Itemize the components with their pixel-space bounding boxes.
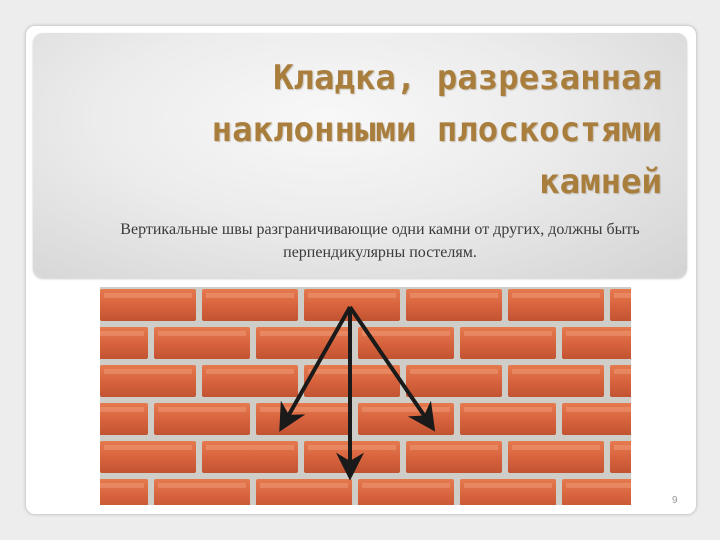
brick-highlight <box>566 483 631 488</box>
brick <box>562 403 631 435</box>
brick <box>304 289 400 321</box>
slide-title: Кладка, разрезанная наклонными плоскостя… <box>42 52 662 208</box>
slide-subtitle: Вертикальные швы разграничивающие одни к… <box>120 221 640 261</box>
brick-highlight <box>614 445 631 450</box>
title-line-3: камней <box>539 162 662 202</box>
brick-highlight <box>100 483 144 488</box>
brick-highlight <box>260 407 348 412</box>
brick <box>256 327 352 359</box>
brick-highlight <box>410 369 498 374</box>
brick-highlight <box>512 293 600 298</box>
brick <box>100 479 148 505</box>
brick <box>100 327 148 359</box>
page-number: 9 <box>672 495 678 506</box>
brick-highlight <box>260 483 348 488</box>
brick <box>202 365 298 397</box>
brick-highlight <box>464 407 552 412</box>
brick <box>508 365 604 397</box>
brick <box>508 289 604 321</box>
brick-highlight <box>410 445 498 450</box>
arrow-left <box>279 306 352 432</box>
brick-highlight <box>100 331 144 336</box>
brick-highlight <box>158 407 246 412</box>
arrow-right <box>348 305 436 432</box>
brick <box>100 365 196 397</box>
brick-highlight <box>566 407 631 412</box>
brick <box>562 327 631 359</box>
brick-highlight <box>410 293 498 298</box>
brick <box>610 289 631 321</box>
brick <box>202 289 298 321</box>
brick <box>154 327 250 359</box>
brick <box>460 403 556 435</box>
brick <box>154 403 250 435</box>
brick-highlight <box>260 331 348 336</box>
brick-highlight <box>362 483 450 488</box>
brick-highlight <box>308 293 396 298</box>
brick <box>202 441 298 473</box>
brick-highlight <box>512 369 600 374</box>
brick <box>358 479 454 505</box>
brick <box>562 479 631 505</box>
brick-highlight <box>100 407 144 412</box>
brick <box>154 479 250 505</box>
brick <box>100 441 196 473</box>
brick-highlight <box>206 293 294 298</box>
brick <box>100 403 148 435</box>
brick <box>100 289 196 321</box>
brick-highlight <box>158 331 246 336</box>
brick <box>256 479 352 505</box>
brick-highlight <box>158 483 246 488</box>
brick-highlight <box>464 331 552 336</box>
brick-highlight <box>512 445 600 450</box>
brick <box>610 365 631 397</box>
brick-highlight <box>104 445 192 450</box>
brick-highlight <box>464 483 552 488</box>
brick <box>406 289 502 321</box>
brick-highlight <box>362 331 450 336</box>
brick-rows <box>100 289 631 505</box>
title-band <box>33 33 687 278</box>
brick-highlight <box>614 293 631 298</box>
brick-highlight <box>206 445 294 450</box>
title-line-2: наклонными плоскостями <box>211 110 662 150</box>
title-line-1: Кладка, разрезанная <box>273 58 662 98</box>
brick <box>508 441 604 473</box>
brick <box>610 441 631 473</box>
brick <box>460 479 556 505</box>
brick-highlight <box>104 369 192 374</box>
brick-highlight <box>206 369 294 374</box>
brick-highlight <box>614 369 631 374</box>
brick-wall-photo <box>100 287 631 505</box>
brick <box>460 327 556 359</box>
brick-highlight <box>362 407 450 412</box>
brick-highlight <box>566 331 631 336</box>
brick <box>406 441 502 473</box>
brick <box>406 365 502 397</box>
brick-highlight <box>104 293 192 298</box>
arrows-group <box>279 305 436 481</box>
